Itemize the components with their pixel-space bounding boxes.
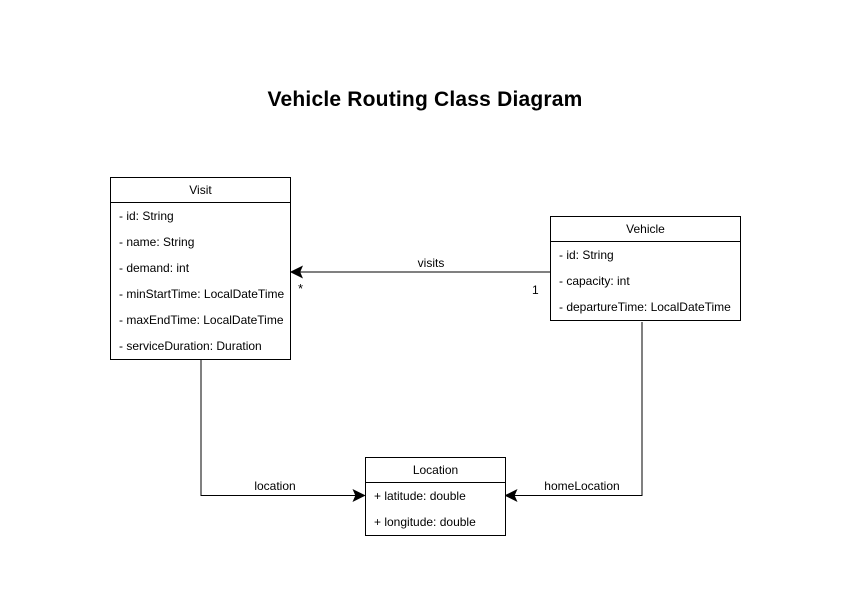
- attribute: - capacity: int: [559, 274, 630, 288]
- class-vehicle-attributes: - id: String - capacity: int - departure…: [551, 242, 740, 320]
- homelocation-edge-label: homeLocation: [543, 479, 621, 493]
- attribute: + latitude: double: [374, 489, 466, 503]
- class-visit-attributes: - id: String - name: String - demand: in…: [111, 203, 290, 359]
- homelocation-edge[interactable]: [514, 322, 643, 496]
- attribute: - serviceDuration: Duration: [119, 339, 262, 353]
- attribute: - name: String: [119, 235, 195, 249]
- attribute: + longitude: double: [374, 515, 476, 529]
- attribute: - demand: int: [119, 261, 190, 275]
- visits-edge-label: visits: [416, 256, 446, 270]
- class-vehicle[interactable]: Vehicle - id: String - capacity: int - d…: [550, 216, 741, 321]
- attribute: - id: String: [119, 209, 174, 223]
- location-edge-label: location: [253, 479, 297, 493]
- class-location[interactable]: Location + latitude: double + longitude:…: [365, 457, 506, 536]
- attribute: - minStartTime: LocalDateTime: [119, 287, 285, 301]
- location-arrowhead: [352, 489, 366, 502]
- attribute: - id: String: [559, 248, 614, 262]
- visits-arrowhead: [289, 265, 304, 279]
- homelocation-arrowhead: [504, 489, 518, 502]
- class-visit-name: Visit: [111, 178, 290, 203]
- diagram-title: Vehicle Routing Class Diagram: [267, 88, 583, 111]
- visits-multiplicity-at-visit: *: [298, 281, 304, 296]
- class-location-name: Location: [366, 458, 505, 483]
- location-edge[interactable]: [200, 359, 356, 496]
- attribute: - maxEndTime: LocalDateTime: [119, 313, 284, 327]
- class-visit[interactable]: Visit - id: String - name: String - dema…: [110, 177, 291, 360]
- visits-multiplicity-at-vehicle: 1: [532, 283, 539, 297]
- class-location-attributes: + latitude: double + longitude: double: [366, 483, 505, 535]
- attribute: - departureTime: LocalDateTime: [559, 300, 731, 314]
- class-vehicle-name: Vehicle: [551, 217, 740, 242]
